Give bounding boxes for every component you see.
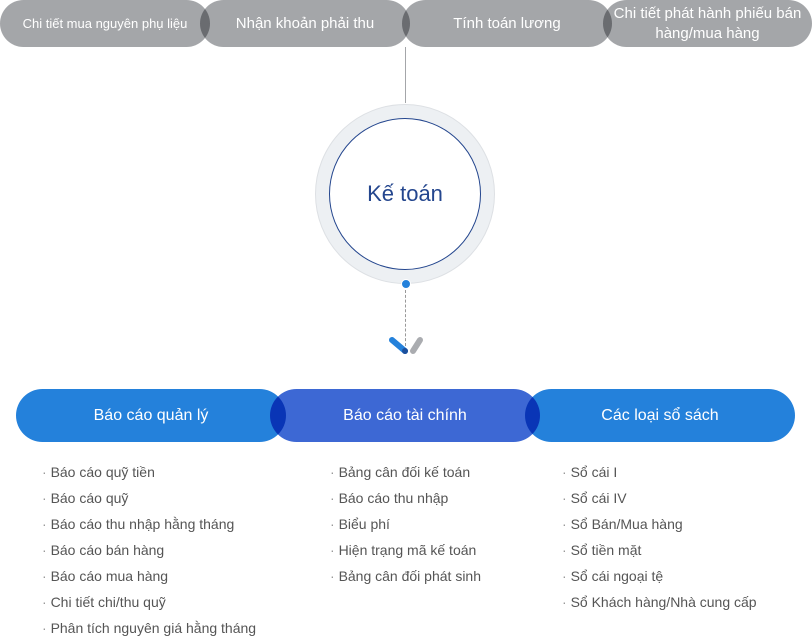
chevron-down-icon <box>389 337 423 354</box>
connector-dot <box>401 279 411 289</box>
top-item-payroll[interactable]: Tính toán lương <box>402 0 612 47</box>
category-ledgers[interactable]: Các loại sổ sách <box>525 389 795 442</box>
list-item: Báo cáo quỹ tiền <box>42 462 256 488</box>
list-item: Báo cáo mua hàng <box>42 566 256 592</box>
list-item: Báo cáo bán hàng <box>42 540 256 566</box>
list-item: Báo cáo thu nhập <box>330 488 481 514</box>
list-item: Biểu phí <box>330 514 481 540</box>
list-item: Sổ Khách hàng/Nhà cung cấp <box>562 592 757 618</box>
list-item: Báo cáo quỹ <box>42 488 256 514</box>
list-item: Sổ cái I <box>562 462 757 488</box>
dashed-connector <box>405 290 406 346</box>
financial-reports-list: Bảng cân đối kế toán Báo cáo thu nhập Bi… <box>330 462 481 592</box>
ledgers-list: Sổ cái I Sổ cái IV Sổ Bán/Mua hàng Sổ ti… <box>562 462 757 618</box>
list-item: Sổ Bán/Mua hàng <box>562 514 757 540</box>
top-item-raw-material[interactable]: Chi tiết mua nguyên phụ liệu <box>0 0 210 47</box>
connector-line <box>405 47 406 103</box>
list-item: Báo cáo thu nhập hằng tháng <box>42 514 256 540</box>
center-node: Kế toán <box>329 118 481 270</box>
top-item-invoices[interactable]: Chi tiết phát hành phiếu bán hàng/mua hà… <box>603 0 812 47</box>
list-item: Hiện trạng mã kế toán <box>330 540 481 566</box>
list-item: Chi tiết chi/thu quỹ <box>42 592 256 618</box>
list-item: Sổ cái IV <box>562 488 757 514</box>
category-management-reports[interactable]: Báo cáo quản lý <box>16 389 286 442</box>
list-item: Sổ cái ngoại tệ <box>562 566 757 592</box>
top-item-receivables[interactable]: Nhận khoản phải thu <box>200 0 410 47</box>
list-item: Bảng cân đối phát sinh <box>330 566 481 592</box>
list-item: Phân tích nguyên giá hằng tháng <box>42 618 257 644</box>
list-item: Bảng cân đối kế toán <box>330 462 481 488</box>
category-financial-reports[interactable]: Báo cáo tài chính <box>270 389 540 442</box>
list-item: Sổ tiền mặt <box>562 540 757 566</box>
management-reports-list: Báo cáo quỹ tiền Báo cáo quỹ Báo cáo thu… <box>42 462 257 644</box>
